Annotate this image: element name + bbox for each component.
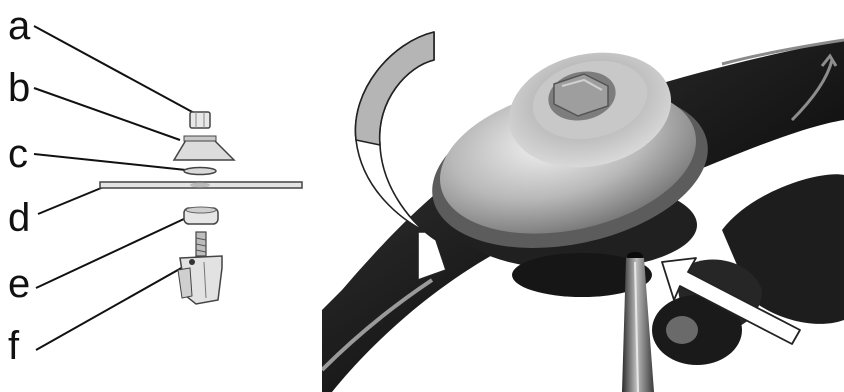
label-f: f (8, 326, 19, 366)
part-e-spacer (184, 207, 218, 224)
exploded-parts-drawing (0, 0, 320, 392)
label-e: e (8, 264, 30, 304)
part-d-blade (100, 182, 302, 188)
leader-line-d (38, 186, 106, 214)
label-c: c (8, 134, 28, 174)
part-b-cover (174, 136, 234, 160)
leader-line-c (34, 154, 186, 170)
part-a-nut (190, 112, 210, 128)
label-d: d (8, 198, 30, 238)
leader-line-b (34, 88, 180, 140)
part-f-gearbox (178, 232, 222, 304)
part-c-washer (184, 168, 216, 175)
exploded-assembly-diagram: a b c d e f (0, 0, 320, 392)
leader-line-a (34, 26, 196, 114)
label-a: a (8, 6, 30, 46)
assembly-photo (322, 0, 844, 392)
blade-locking-illustration (322, 0, 844, 392)
label-b: b (8, 68, 30, 108)
leader-line-f (36, 262, 192, 350)
